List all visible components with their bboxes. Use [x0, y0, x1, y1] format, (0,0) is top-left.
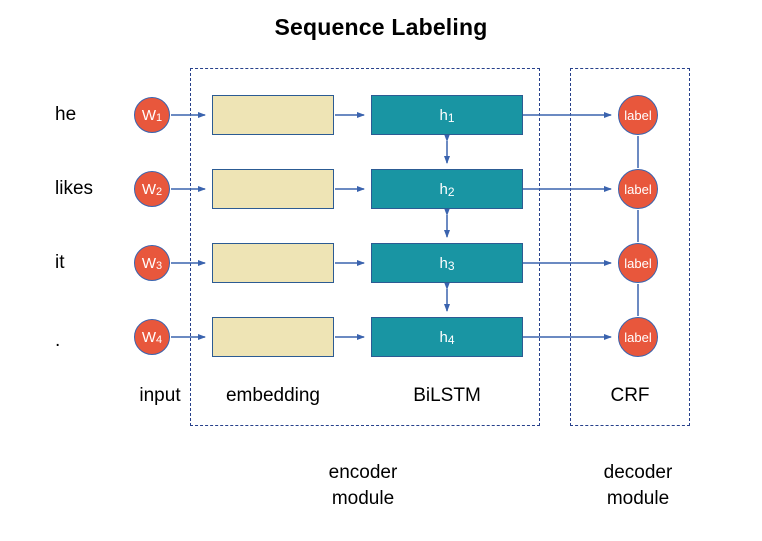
bilstm-subscript-2: 2	[447, 185, 455, 199]
input-word-4: .	[55, 330, 61, 351]
bilstm-label-1: h	[439, 106, 448, 124]
bilstm-label-4: h	[439, 328, 448, 346]
decoder-module-frame	[570, 68, 690, 426]
token-label-2: W	[141, 180, 157, 198]
column-caption-embedding: embedding	[225, 385, 321, 406]
token-subscript-1: 1	[156, 112, 163, 124]
crf-label-circle-1[interactable]: label	[618, 95, 658, 135]
input-word-1: he	[55, 104, 77, 125]
crf-label-circle-3[interactable]: label	[618, 243, 658, 283]
crf-label-text-1: label	[624, 107, 652, 123]
crf-label-circle-4[interactable]: label	[618, 317, 658, 357]
input-word-3: it	[55, 252, 65, 273]
crf-label-text-4: label	[624, 329, 652, 345]
crf-label-circle-2[interactable]: label	[618, 169, 658, 209]
token-subscript-3: 3	[156, 260, 163, 272]
bilstm-subscript-3: 3	[447, 259, 455, 273]
encoder-module-caption: encoder module	[273, 460, 453, 511]
column-caption-bilstm: BiLSTM	[413, 385, 481, 406]
token-label-1: W	[141, 106, 157, 124]
token-subscript-2: 2	[156, 186, 163, 198]
token-label-3: W	[141, 254, 157, 272]
decoder-module-caption-line2: module	[606, 487, 670, 509]
embedding-box-3[interactable]	[212, 243, 334, 283]
bilstm-subscript-1: 1	[447, 111, 455, 125]
encoder-module-caption-line1: encoder	[328, 462, 398, 483]
column-caption-crf: CRF	[610, 385, 650, 406]
input-word-2: likes	[55, 178, 94, 199]
encoder-module-frame	[190, 68, 540, 426]
embedding-box-4[interactable]	[212, 317, 334, 357]
crf-label-text-2: label	[624, 181, 652, 197]
crf-label-text-3: label	[624, 255, 652, 271]
bilstm-label-3: h	[439, 254, 448, 272]
token-subscript-4: 4	[156, 334, 163, 346]
decoder-module-caption: decoder module	[548, 460, 728, 511]
bilstm-label-2: h	[439, 180, 448, 198]
decoder-module-caption-line1: decoder	[603, 462, 673, 483]
token-label-4: W	[141, 328, 157, 346]
page-title: Sequence Labeling	[274, 14, 488, 40]
embedding-box-2[interactable]	[212, 169, 334, 209]
encoder-module-caption-line2: module	[331, 487, 395, 509]
column-caption-input: input	[139, 385, 181, 406]
embedding-box-1[interactable]	[212, 95, 334, 135]
bilstm-subscript-4: 4	[447, 333, 455, 347]
